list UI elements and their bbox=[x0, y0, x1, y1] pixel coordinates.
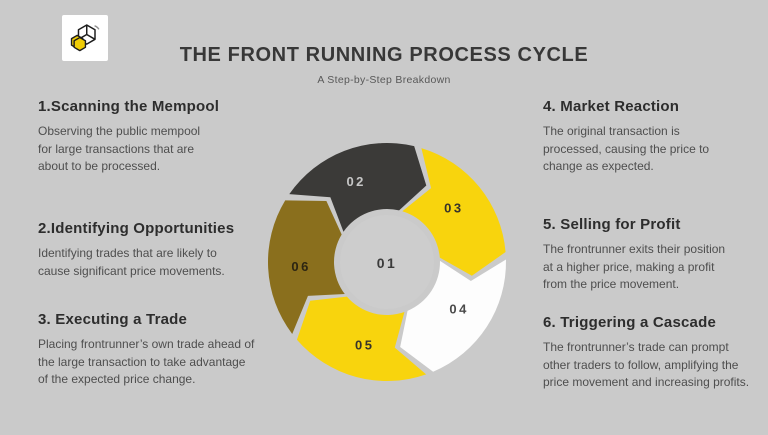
step-3-heading: 3. Executing a Trade bbox=[38, 311, 188, 328]
step-block-4: 4. Market Reaction The original transact… bbox=[543, 98, 768, 176]
cycle-segment-06 bbox=[267, 200, 345, 334]
step-5-heading: 5. Selling for Profit bbox=[543, 216, 681, 233]
step-4-body: The original transaction is processed, c… bbox=[543, 124, 710, 173]
step-4-heading: 4. Market Reaction bbox=[543, 98, 680, 115]
step-block-3: 3. Executing a Trade Placing frontrunner… bbox=[38, 311, 288, 389]
step-6-heading: 6. Triggering a Cascade bbox=[543, 314, 716, 331]
header: THE FRONT RUNNING PROCESS CYCLE A Step-b… bbox=[0, 44, 768, 86]
cycle-wheel-svg: 02 03 04 05 06 01 bbox=[267, 142, 506, 382]
step-1-heading: 1.Scanning the Mempool bbox=[38, 98, 220, 115]
cycle-center-circle bbox=[340, 215, 434, 309]
step-block-6: 6. Triggering a Cascade The frontrunner’… bbox=[543, 314, 768, 392]
cycle-segment-05 bbox=[296, 296, 427, 382]
cycle-segment-label: 06 bbox=[291, 259, 310, 274]
step-2-heading: 2.Identifying Opportunities bbox=[38, 220, 235, 237]
cycle-diagram: 02 03 04 05 06 01 bbox=[257, 132, 517, 392]
cycle-segment-label: 02 bbox=[346, 174, 365, 189]
brand-logo bbox=[62, 15, 108, 61]
cycle-segment-label: 04 bbox=[449, 301, 468, 316]
step-block-1: 1.Scanning the Mempool Observing the pub… bbox=[38, 98, 288, 176]
cycle-segment-label: 05 bbox=[355, 338, 374, 353]
cycle-segment-03 bbox=[402, 148, 506, 276]
step-6-body: The frontrunner’s trade can prompt other… bbox=[543, 340, 750, 389]
cycle-segment-04 bbox=[400, 259, 506, 372]
step-block-5: 5. Selling for Profit The frontrunner ex… bbox=[543, 216, 768, 294]
step-block-2: 2.Identifying Opportunities Identifying … bbox=[38, 220, 288, 280]
cycle-center-label: 01 bbox=[377, 255, 398, 271]
step-3-body: Placing frontrunner’s own trade ahead of… bbox=[38, 337, 255, 386]
page-subtitle: A Step-by-Step Breakdown bbox=[317, 74, 451, 86]
cycle-segment-02 bbox=[289, 142, 427, 232]
step-2-body: Identifying trades that are likely to ca… bbox=[38, 246, 225, 278]
cycle-segment-label: 03 bbox=[444, 200, 463, 215]
page-title: THE FRONT RUNNING PROCESS CYCLE bbox=[179, 44, 589, 66]
step-5-body: The frontrunner exits their position at … bbox=[543, 242, 726, 291]
step-1-body: Observing the public mempool for large t… bbox=[38, 124, 201, 173]
hexagon-cube-logo-icon bbox=[70, 24, 100, 52]
